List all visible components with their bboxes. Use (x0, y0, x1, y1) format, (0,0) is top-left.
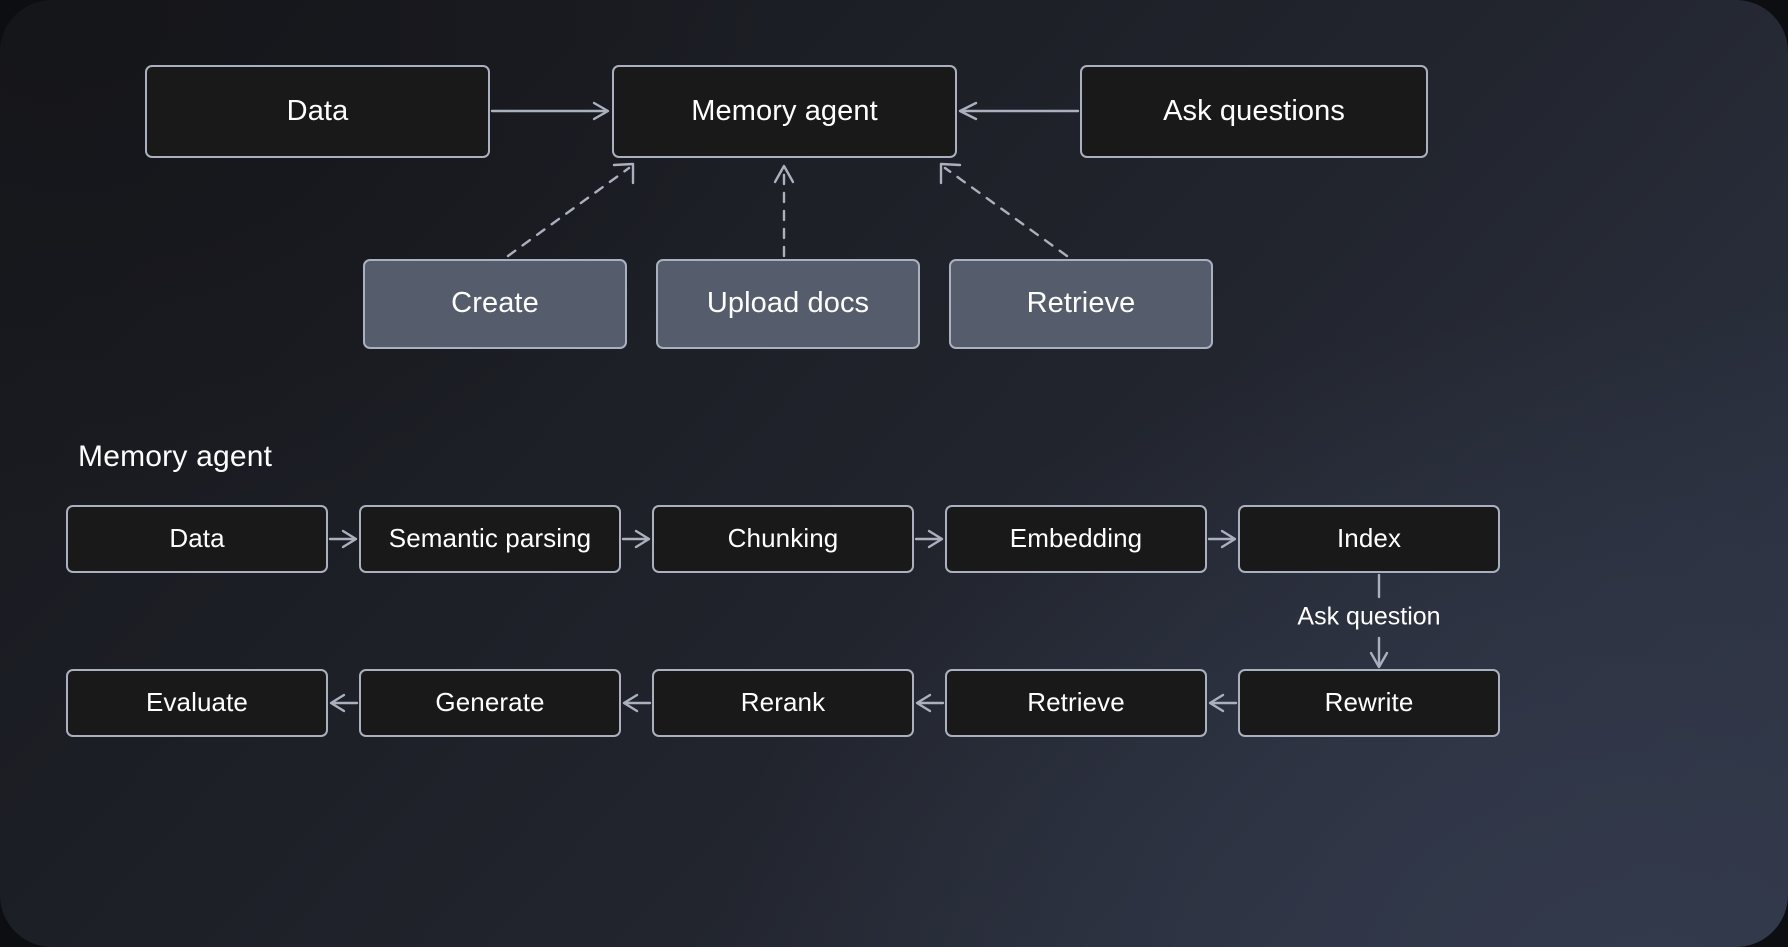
arrowhead-upload-docs (773, 164, 795, 184)
edge-create-to-memory-agent (506, 166, 631, 258)
node-pipeline-retrieve[interactable]: Retrieve (945, 669, 1207, 737)
edge-rewrite-to-retrieve (1208, 693, 1238, 713)
node-memory-agent[interactable]: Memory agent (612, 65, 957, 158)
edge-embedding-to-index (1207, 529, 1237, 549)
edge-semantic-parsing-to-chunking (621, 529, 651, 549)
node-pipeline-chunking[interactable]: Chunking (652, 505, 914, 573)
edge-retrieve-to-rerank (915, 693, 945, 713)
node-pipeline-evaluate[interactable]: Evaluate (66, 669, 328, 737)
node-pipeline-rewrite[interactable]: Rewrite (1238, 669, 1500, 737)
node-upload-docs[interactable]: Upload docs (656, 259, 920, 349)
arrowhead-retrieve (939, 162, 962, 185)
node-pipeline-generate[interactable]: Generate (359, 669, 621, 737)
node-pipeline-data[interactable]: Data (66, 505, 328, 573)
edge-chunking-to-embedding (914, 529, 944, 549)
node-pipeline-rerank[interactable]: Rerank (652, 669, 914, 737)
edge-ask-questions-to-memory-agent (958, 101, 1080, 121)
node-create[interactable]: Create (363, 259, 627, 349)
node-data-overview[interactable]: Data (145, 65, 490, 158)
arrowhead-create (612, 162, 635, 185)
edge-rerank-to-generate (622, 693, 652, 713)
pipeline-section-title: Memory agent (78, 440, 273, 473)
edge-retrieve-to-memory-agent (943, 166, 1069, 258)
node-ask-questions[interactable]: Ask questions (1080, 65, 1428, 158)
node-pipeline-embedding[interactable]: Embedding (945, 505, 1207, 573)
edge-label-ask-question: Ask question (1297, 602, 1441, 631)
node-retrieve-capability[interactable]: Retrieve (949, 259, 1213, 349)
edge-data-to-memory-agent (490, 101, 610, 121)
edge-index-to-rewrite-lower (1369, 636, 1389, 669)
node-pipeline-index[interactable]: Index (1238, 505, 1500, 573)
edge-generate-to-evaluate (329, 693, 359, 713)
node-pipeline-semantic-parsing[interactable]: Semantic parsing (359, 505, 621, 573)
edge-data-to-semantic-parsing (328, 529, 358, 549)
